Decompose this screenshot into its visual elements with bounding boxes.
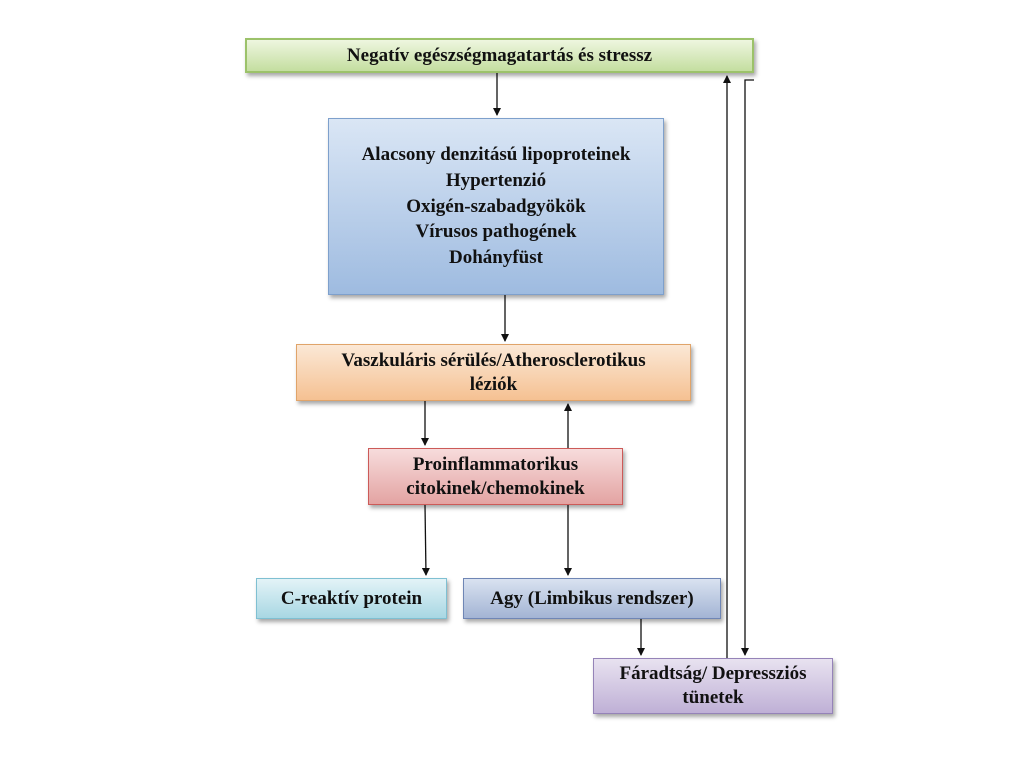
fatigue-line-2: tünetek [682, 687, 744, 708]
risk-factor-oxygen-radicals: Oxigén-szabadgyökök [406, 195, 586, 217]
cytokines-line-2: citokinek/chemokinek [406, 477, 585, 499]
risk-factors-box: Alacsony denzitású lipoproteinek Hyperte… [328, 118, 664, 295]
arrow-cytokines-to-crp [421, 504, 430, 576]
brain-limbic-system-label: Agy (Limbikus rendszer) [490, 587, 694, 609]
fatigue-line-1: Fáradtság/ Depressziós [619, 663, 807, 685]
c-reactive-protein-label: C-reaktív protein [280, 587, 423, 609]
negative-health-behavior-label: Negatív egészségmagatartás és stressz [346, 44, 653, 66]
proinflammatory-cytokines-box: Proinflammatorikus citokinek/chemokinek [368, 448, 623, 505]
cytokines-line-1: Proinflammatorikus [412, 453, 579, 475]
fatigue-depression-box: Fáradtság/ Depressziós tünetek [593, 658, 833, 714]
c-reactive-protein-box: C-reaktív protein [256, 578, 447, 619]
vascular-injury-box: Vaszkuláris sérülés/Atherosclerotikus lé… [296, 344, 691, 401]
risk-factor-hypertension: Hypertenzió [445, 170, 547, 192]
arrow-top-to-fatigue [741, 79, 754, 656]
negative-health-behavior-box: Negatív egészségmagatartás és stressz [245, 38, 754, 73]
vascular-injury-line-2: léziók [469, 373, 518, 395]
vascular-injury-line-1: Vaszkuláris sérülés/Atherosclerotikus [341, 349, 646, 371]
risk-factor-viral-pathogens: Vírusos pathogének [415, 221, 577, 243]
risk-factor-tobacco-smoke: Dohányfüst [449, 246, 543, 268]
risk-factor-ldl: Alacsony denzitású lipoproteinek [361, 144, 631, 166]
brain-limbic-system-box: Agy (Limbikus rendszer) [463, 578, 721, 619]
